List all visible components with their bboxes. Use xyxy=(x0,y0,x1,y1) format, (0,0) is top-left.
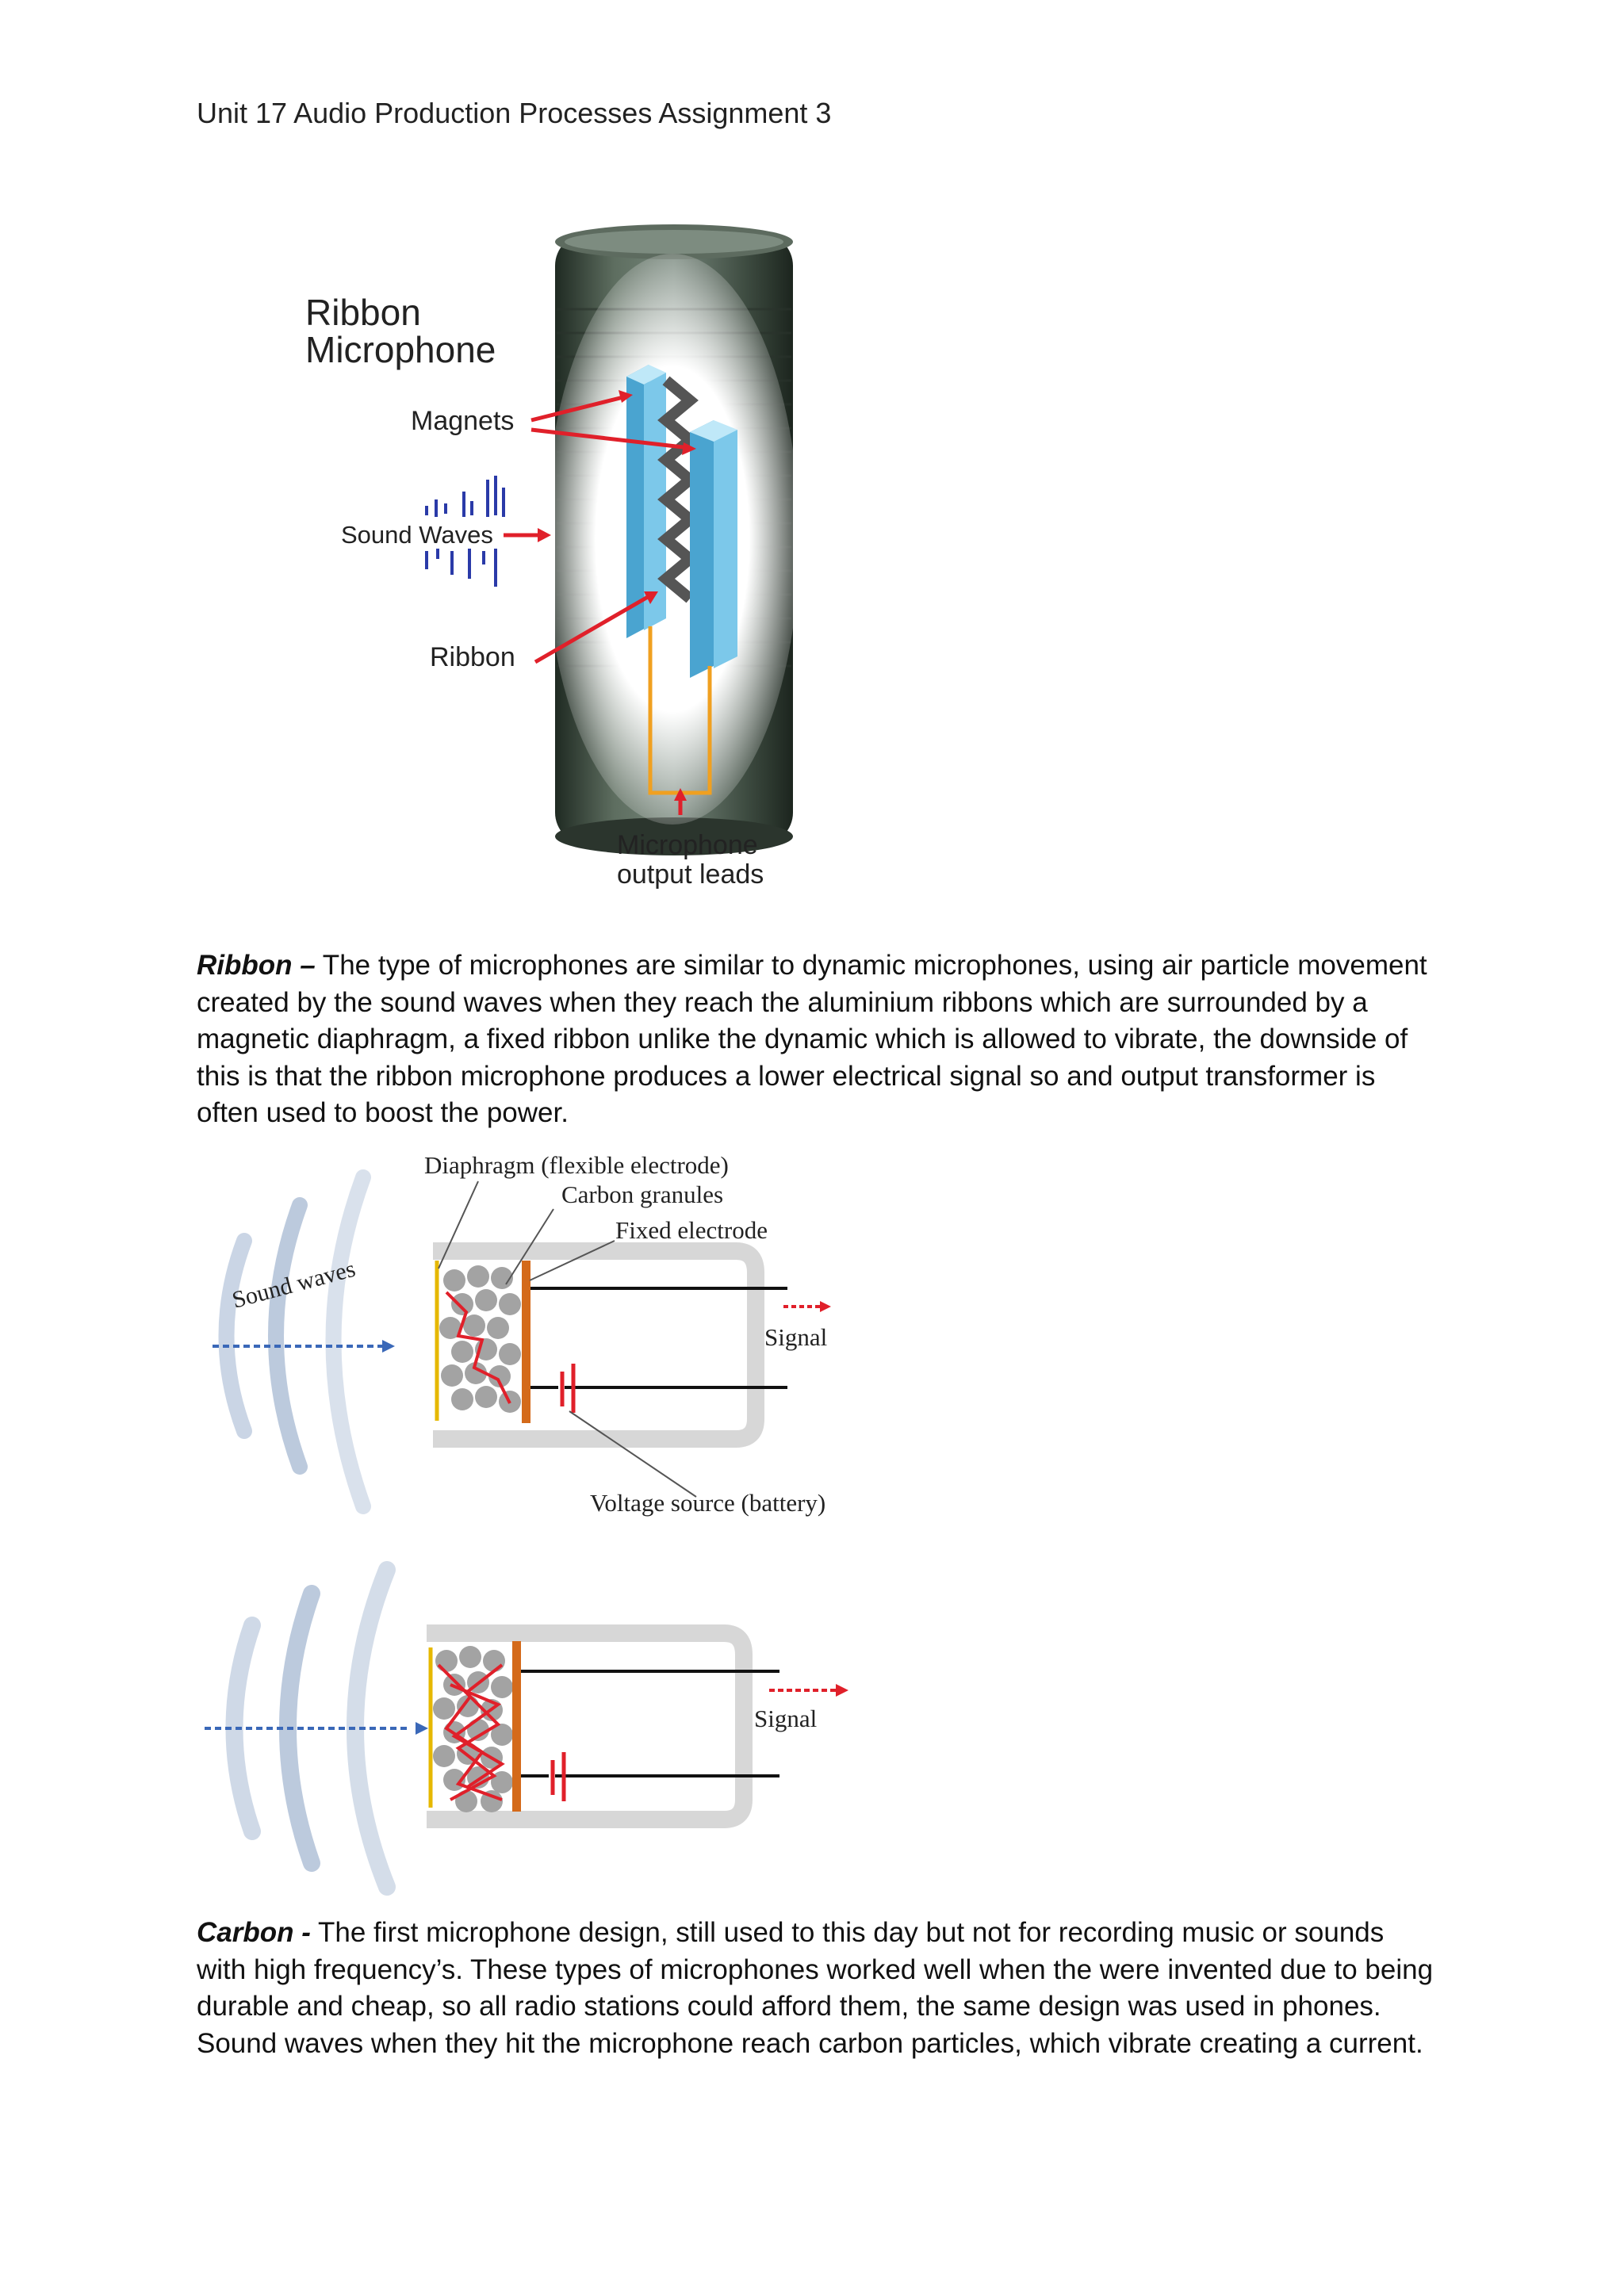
ribbon-title-line1: Ribbon xyxy=(305,292,421,333)
label-signal-bottom: Signal xyxy=(754,1705,817,1732)
label-magnets: Magnets xyxy=(411,406,514,436)
label-fixed-electrode: Fixed electrode xyxy=(615,1216,768,1244)
ribbon-paragraph: Ribbon – The type of microphones are sim… xyxy=(197,947,1434,1132)
ribbon-term: Ribbon – xyxy=(197,950,316,981)
label-output-line2: output leads xyxy=(617,859,764,890)
carbon-paragraph: Carbon - The first microphone design, st… xyxy=(197,1915,1434,2062)
label-carbon-granules: Carbon granules xyxy=(561,1181,723,1208)
label-output-line1: Microphone xyxy=(617,830,758,860)
label-diaphragm: Diaphragm (flexible electrode) xyxy=(424,1151,729,1179)
carbon-microphone-diagram-top: Sound waves Diaphragm (flexible electrod… xyxy=(197,1142,879,1522)
carbon-microphone-diagram-bottom: Signal xyxy=(197,1546,879,1903)
label-sound-waves: Sound Waves xyxy=(341,521,493,549)
carbon-term: Carbon - xyxy=(197,1917,311,1948)
page-header: Unit 17 Audio Production Processes Assig… xyxy=(197,97,831,130)
ribbon-microphone-diagram: Ribbon Microphone Magnets Sound Waves Ri… xyxy=(293,222,864,896)
carbon-text: The first microphone design, still used … xyxy=(197,1917,1433,2059)
label-signal-top: Signal xyxy=(764,1323,827,1351)
label-voltage-source: Voltage source (battery) xyxy=(590,1489,825,1517)
ribbon-text: The type of microphones are similar to d… xyxy=(197,950,1427,1128)
ribbon-title-line2: Microphone xyxy=(305,329,496,370)
label-ribbon: Ribbon xyxy=(430,642,515,672)
